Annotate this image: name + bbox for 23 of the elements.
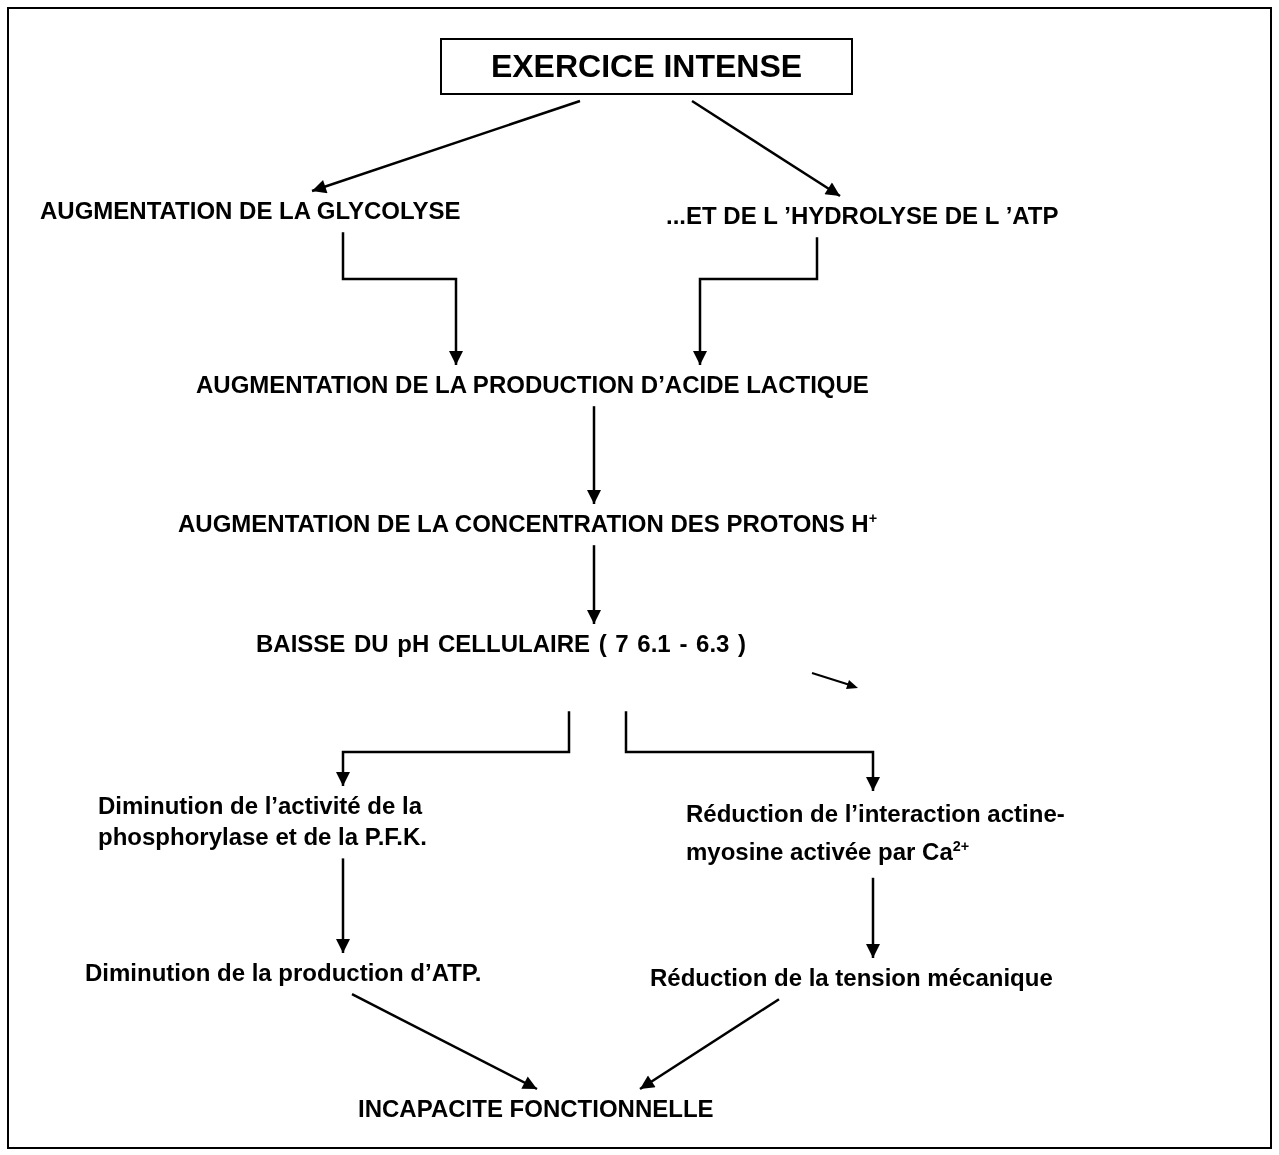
- step-text: Diminution de l’activité de la phosphorylase et de la P.F.K.: [98, 790, 558, 853]
- step-text: Réduction de la tension mécanique: [650, 962, 1053, 994]
- arrow: [341, 232, 463, 365]
- step-text: AUGMENTATION DE LA GLYCOLYSE: [40, 195, 461, 227]
- step-text: Réduction de l’interaction actine-myosine activée par Ca$^{2+}$: [686, 795, 1146, 872]
- process-box: EXERCICE INTENSE: [440, 38, 853, 95]
- arrow: [624, 711, 880, 791]
- arrow: [587, 545, 601, 624]
- arrow: [639, 998, 780, 1091]
- arrow: [336, 711, 571, 786]
- arrow: [587, 406, 601, 504]
- arrow: [311, 99, 581, 194]
- step-text: AUGMENTATION DE LA PRODUCTION D’ACIDE LACTIQUE: [196, 369, 869, 401]
- step-text: AUGMENTATION DE LA CONCENTRATION DES PROTONS H$^{+}$: [178, 508, 878, 540]
- arrow: [693, 237, 819, 365]
- step-text: Diminution de la production d’ATP.: [85, 957, 482, 989]
- step-text: ...ET DE L ’HYDROLYSE DE L ’ATP: [666, 200, 1059, 232]
- arrow: [351, 993, 538, 1091]
- step-text: BAISSE DU pH CELLULAIRE ( 7 6.1 - 6.3 ): [256, 628, 747, 660]
- step-text: INCAPACITE FONCTIONNELLE: [358, 1093, 714, 1125]
- arrow: [866, 877, 880, 958]
- arrow: [336, 858, 350, 953]
- arrow: [691, 99, 841, 198]
